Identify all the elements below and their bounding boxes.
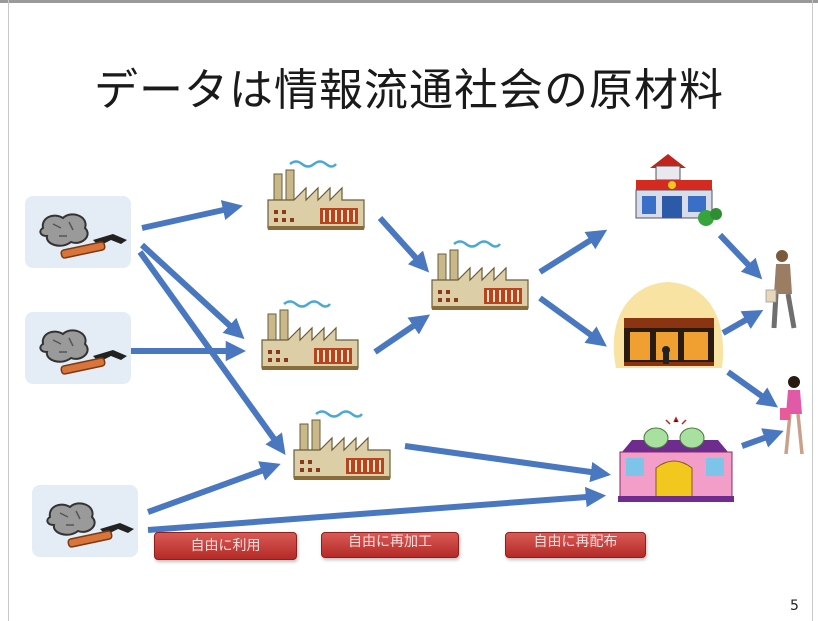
arrow-factory2-factory4 (373, 314, 431, 355)
arrow-ore3-mall (147, 486, 607, 533)
flow-arrows (128, 200, 784, 533)
arrow-ore1-factory1 (141, 200, 243, 231)
ore-hammer-icon (25, 312, 131, 384)
ore-hammer-icon (25, 196, 131, 268)
arrow-factory4-cafe (538, 295, 607, 347)
page-number: 5 (790, 598, 799, 614)
shopper-man-icon (765, 250, 797, 329)
arrow-ore1-factory2 (139, 242, 245, 340)
slide-title: データは情報流通社会の原材料 (94, 65, 724, 116)
slide-top-border (0, 0, 818, 3)
mall-icon (618, 416, 734, 502)
arrow-factory1-factory4 (377, 215, 430, 273)
cafe-icon (613, 282, 724, 368)
factory-icon (260, 300, 360, 372)
arrow-shop-man (717, 232, 763, 280)
arrow-factory4-shop (538, 229, 608, 275)
arrow-mall-woman (740, 428, 784, 449)
arrow-ore3-factory3 (146, 461, 281, 515)
arrow-factory3-mall (404, 443, 612, 483)
label-free-redistribute: 自由に再配布 (505, 532, 646, 558)
label-free-use: 自由に利用 (154, 532, 297, 560)
factory-icon (292, 410, 392, 482)
label-free-reprocess: 自由に再加工 (321, 532, 459, 558)
factory-icon (430, 240, 530, 312)
factory-icon (266, 160, 366, 232)
store-icon (635, 154, 722, 226)
arrow-cafe-woman (726, 369, 778, 408)
shopper-woman-icon (780, 376, 804, 455)
slide-right-border (812, 0, 813, 621)
arrow-cafe-man (721, 309, 764, 336)
slide-left-border (8, 0, 9, 621)
ore-hammer-icon (32, 485, 138, 557)
